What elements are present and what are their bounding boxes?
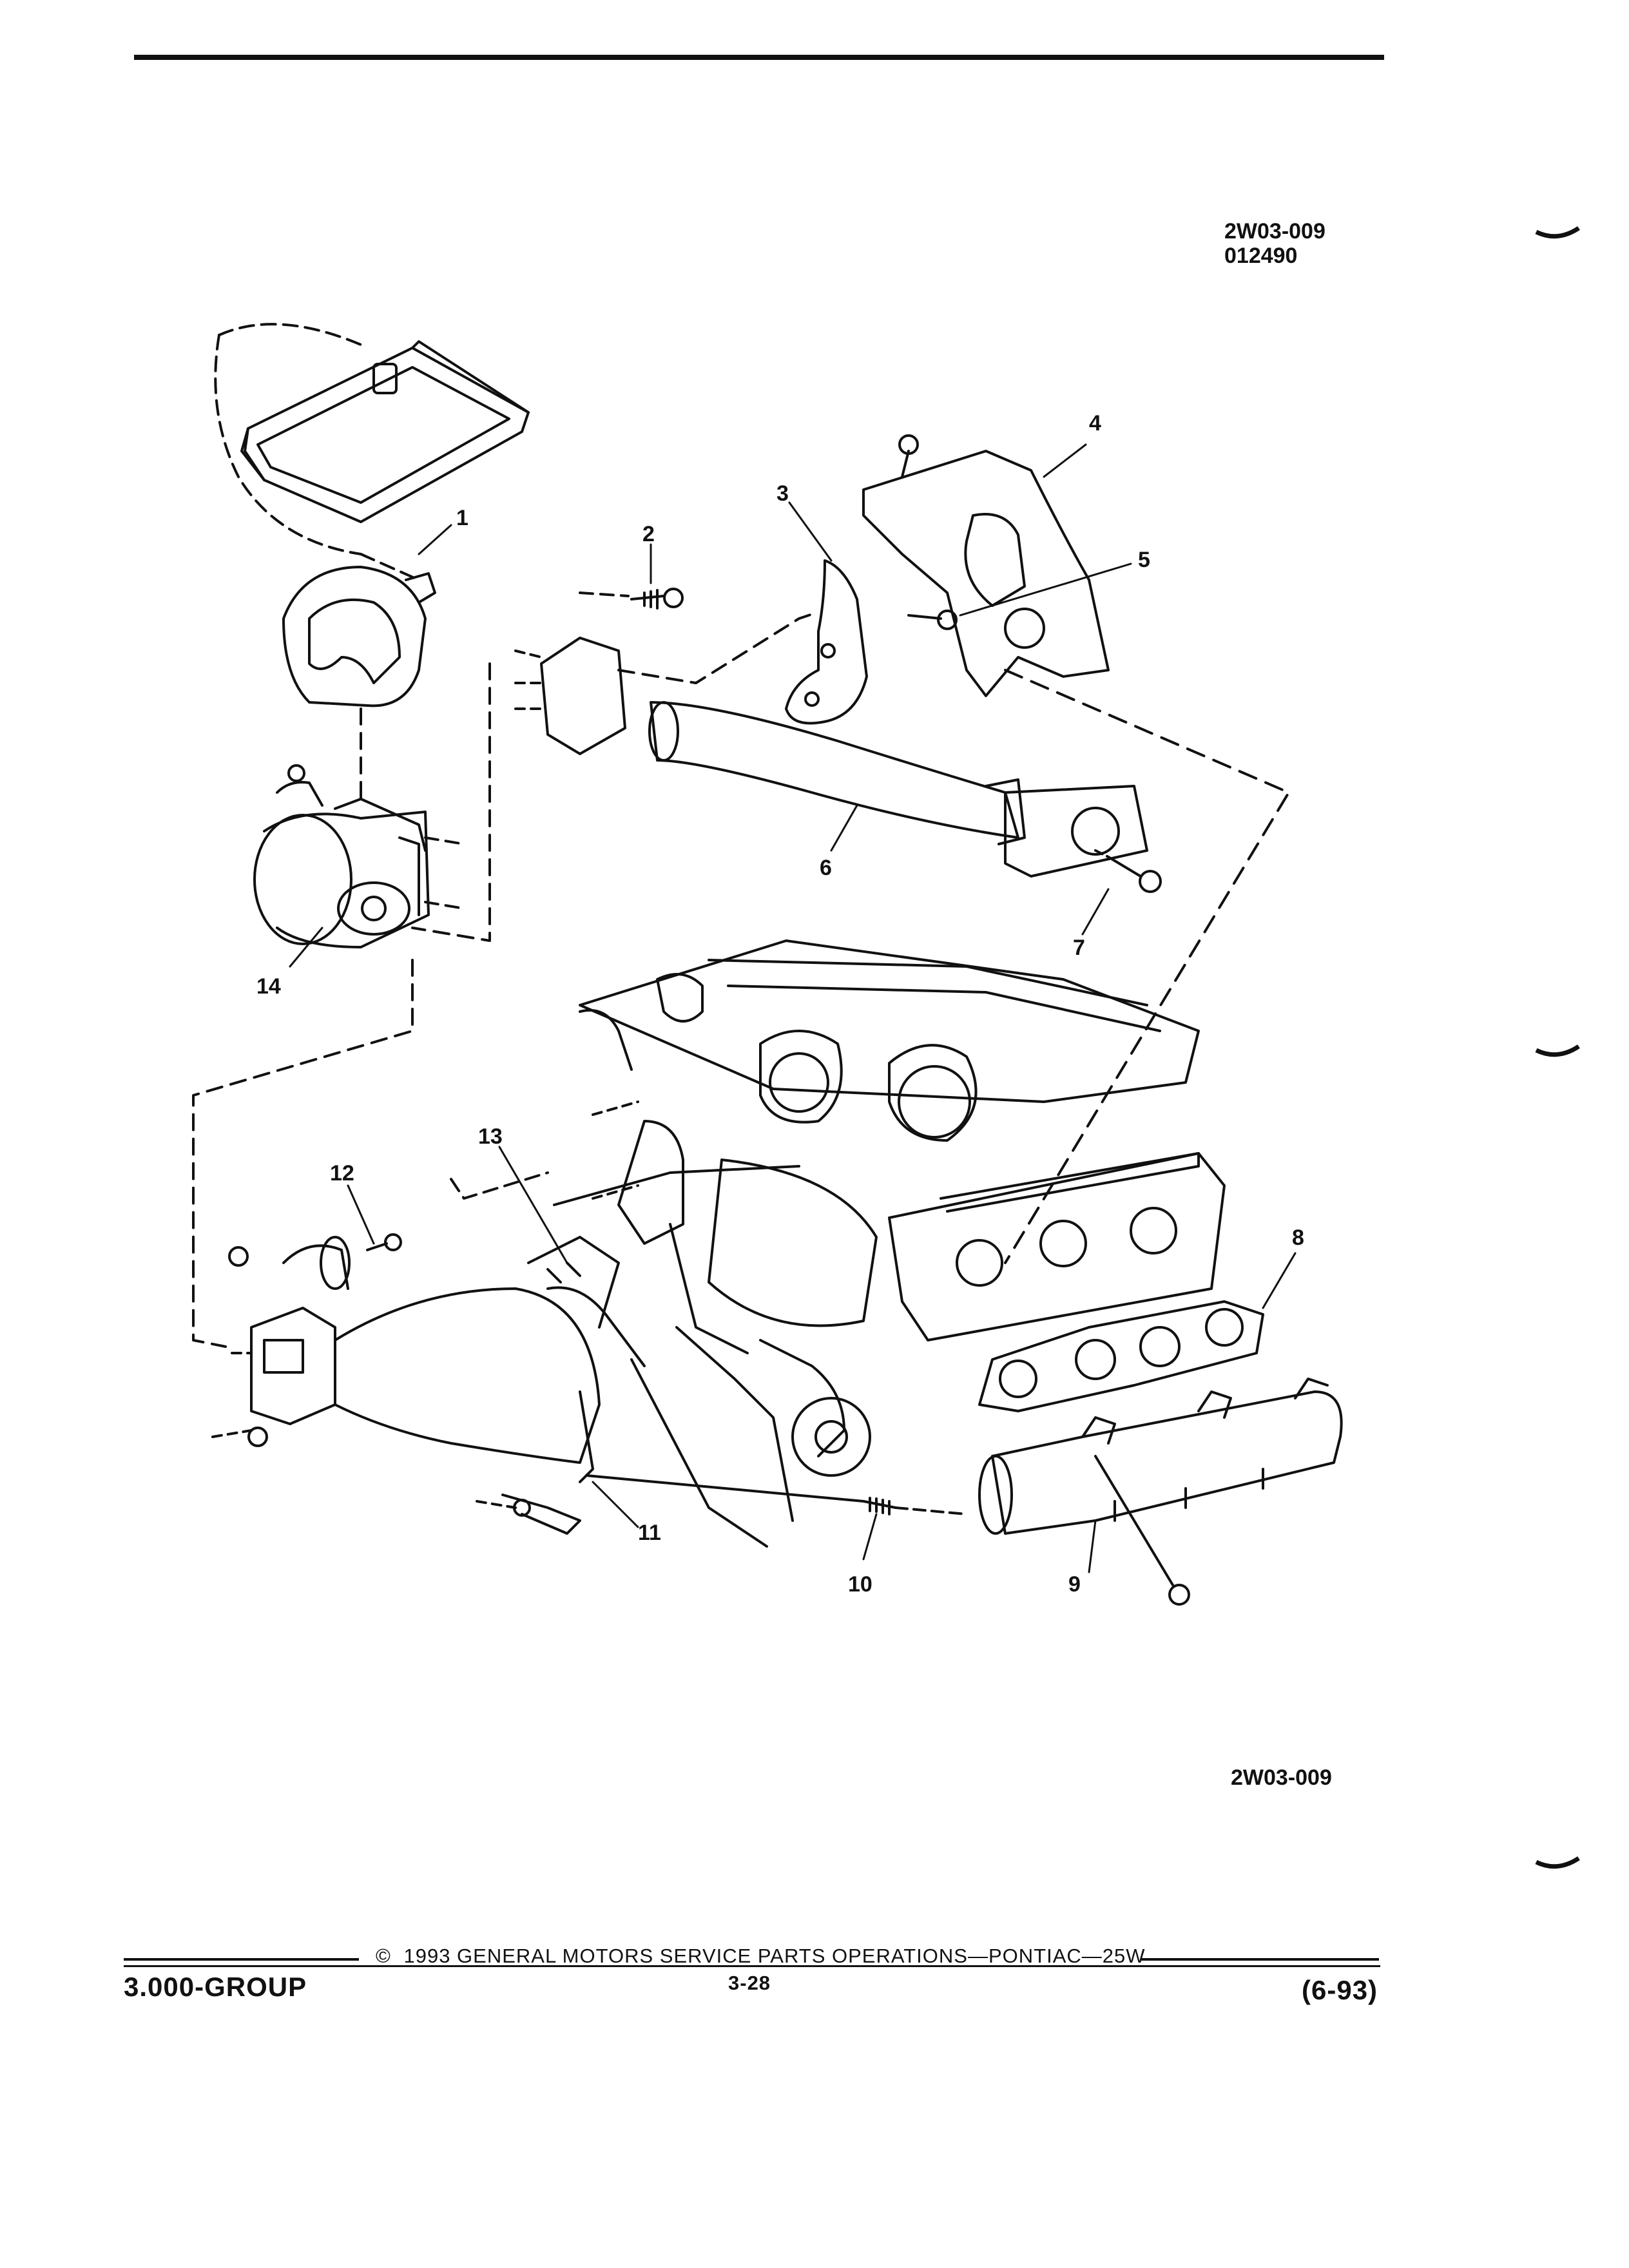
part-1-turbo-shield — [282, 566, 436, 800]
callout-2: 2 — [642, 522, 655, 546]
figure-footer-id: 2W03-009 — [1231, 1765, 1332, 1790]
top-rule — [134, 55, 1384, 60]
callout-8: 8 — [1292, 1225, 1304, 1250]
part-6-crossover-pipe — [411, 611, 1148, 942]
part-3-bracket — [785, 559, 868, 725]
part-4-bracket — [862, 434, 1110, 697]
binder-tick-bottom — [1535, 1856, 1580, 1869]
figure-id: 2W03-009 — [1224, 219, 1325, 244]
callout-4: 4 — [1089, 411, 1101, 436]
callout-12: 12 — [330, 1161, 354, 1186]
leader-dash-stud — [592, 1100, 639, 1116]
leader-dash-stud-2 — [592, 1184, 639, 1200]
callout-leaders — [289, 443, 1296, 1573]
callout-13: 13 — [478, 1124, 503, 1149]
part-5-bolt — [907, 610, 958, 630]
callout-10: 10 — [848, 1572, 872, 1597]
callout-11: 11 — [638, 1521, 661, 1545]
callout-1: 1 — [456, 506, 468, 530]
group-label: 3.000-GROUP — [124, 1972, 307, 2002]
engine-assembly — [546, 939, 1226, 1548]
part-14-turbocharger — [192, 764, 465, 1348]
binder-tick-middle — [1535, 1044, 1580, 1057]
callout-9: 9 — [1068, 1572, 1081, 1597]
callout-14: 14 — [256, 974, 281, 999]
binder-tick-top — [1535, 226, 1580, 239]
footer-rule-bottom — [124, 1965, 1380, 1967]
copyright-symbol: © — [376, 1945, 391, 1967]
revision-date: (6-93) — [1302, 1975, 1378, 2005]
callout-5: 5 — [1138, 548, 1150, 572]
callout-3: 3 — [776, 481, 789, 506]
part-7-bolt — [1094, 849, 1162, 893]
copyright-line: © 1993 GENERAL MOTORS SERVICE PARTS OPER… — [376, 1945, 1146, 1968]
part-13-lower-pipe — [211, 1233, 620, 1535]
copyright-text: 1993 GENERAL MOTORS SERVICE PARTS OPERAT… — [403, 1945, 1146, 1967]
part-2-bolt — [579, 588, 684, 610]
part-10-stud — [585, 1474, 968, 1515]
leader-dash-13 — [450, 1171, 549, 1200]
callout-7: 7 — [1073, 936, 1085, 960]
part-8-gasket — [978, 1300, 1264, 1412]
footer-rule-right — [1141, 1958, 1379, 1961]
part-1-heat-shield — [214, 323, 530, 581]
part-9-manifold — [978, 1378, 1343, 1606]
page-number: 3-28 — [728, 1972, 771, 1994]
figure-code: 012490 — [1224, 244, 1298, 268]
footer-rule-left — [124, 1958, 359, 1961]
callout-6: 6 — [820, 856, 832, 880]
leader-dash-engine — [1004, 669, 1290, 1264]
